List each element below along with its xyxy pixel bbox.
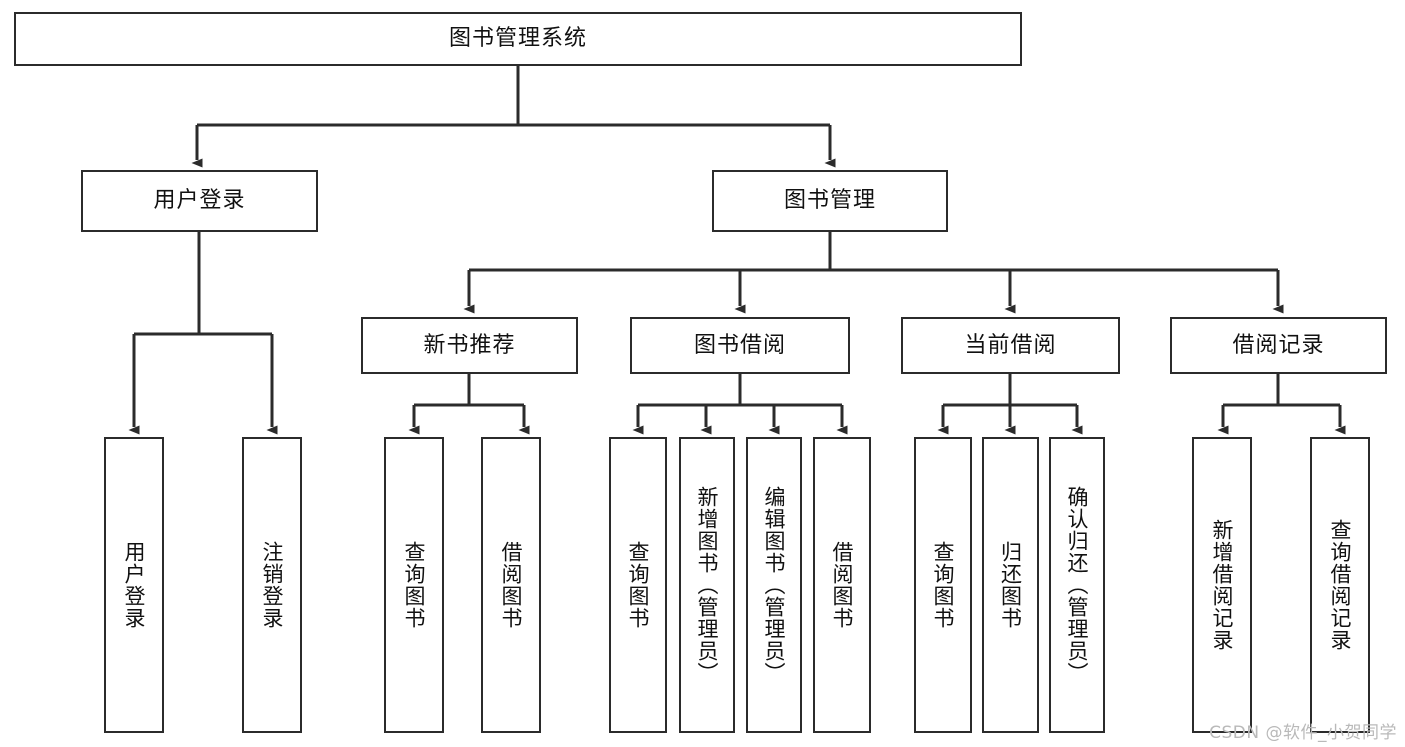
node-label: 借阅图书 [499, 541, 524, 629]
node-label: 查询图书 [931, 541, 956, 629]
node-borrow-record[interactable]: 借阅记录 [1170, 317, 1387, 374]
leaf-query-book-borrow[interactable]: 查询图书 [609, 437, 667, 733]
leaf-confirm-return-admin[interactable]: 确认归还（管理员） [1049, 437, 1105, 733]
node-book-management[interactable]: 图书管理 [712, 170, 948, 232]
node-label: 新增借阅记录 [1210, 519, 1235, 651]
node-label: 查询图书 [626, 541, 651, 629]
node-label: 查询图书 [402, 541, 427, 629]
node-label: 新书推荐 [423, 332, 516, 358]
node-label: 新增图书（管理员） [695, 486, 720, 684]
leaf-borrow-book-recommend[interactable]: 借阅图书 [481, 437, 541, 733]
node-label: 编辑图书（管理员） [762, 486, 787, 684]
node-label: 借阅图书 [830, 541, 855, 629]
leaf-user-login[interactable]: 用户登录 [104, 437, 164, 733]
node-label: 图书借阅 [693, 332, 786, 358]
node-label: 确认归还（管理员） [1065, 486, 1090, 684]
leaf-logout-login[interactable]: 注销登录 [242, 437, 302, 733]
node-label: 归还图书 [998, 541, 1023, 629]
leaf-add-borrow-record[interactable]: 新增借阅记录 [1192, 437, 1252, 733]
node-label: 借阅记录 [1232, 332, 1325, 358]
node-label: 用户登录 [153, 188, 246, 214]
node-root-system[interactable]: 图书管理系统 [14, 12, 1022, 66]
node-user-login[interactable]: 用户登录 [81, 170, 318, 232]
leaf-query-book-recommend[interactable]: 查询图书 [384, 437, 444, 733]
node-label: 图书管理 [783, 188, 876, 214]
node-current-borrow[interactable]: 当前借阅 [901, 317, 1120, 374]
node-new-book-recommend[interactable]: 新书推荐 [361, 317, 578, 374]
node-label: 图书管理系统 [448, 26, 587, 52]
leaf-borrow-book-borrow[interactable]: 借阅图书 [813, 437, 871, 733]
node-label: 注销登录 [260, 541, 285, 629]
leaf-add-book-admin[interactable]: 新增图书（管理员） [679, 437, 735, 733]
csdn-watermark: CSDN @软件_小贺同学 [1209, 723, 1397, 743]
leaf-query-borrow-record[interactable]: 查询借阅记录 [1310, 437, 1370, 733]
node-label: 当前借阅 [964, 332, 1057, 358]
node-label: 查询借阅记录 [1328, 519, 1353, 651]
leaf-query-book-current[interactable]: 查询图书 [914, 437, 972, 733]
leaf-edit-book-admin[interactable]: 编辑图书（管理员） [746, 437, 802, 733]
node-book-borrow[interactable]: 图书借阅 [630, 317, 850, 374]
leaf-return-book[interactable]: 归还图书 [982, 437, 1039, 733]
node-label: 用户登录 [122, 541, 147, 629]
